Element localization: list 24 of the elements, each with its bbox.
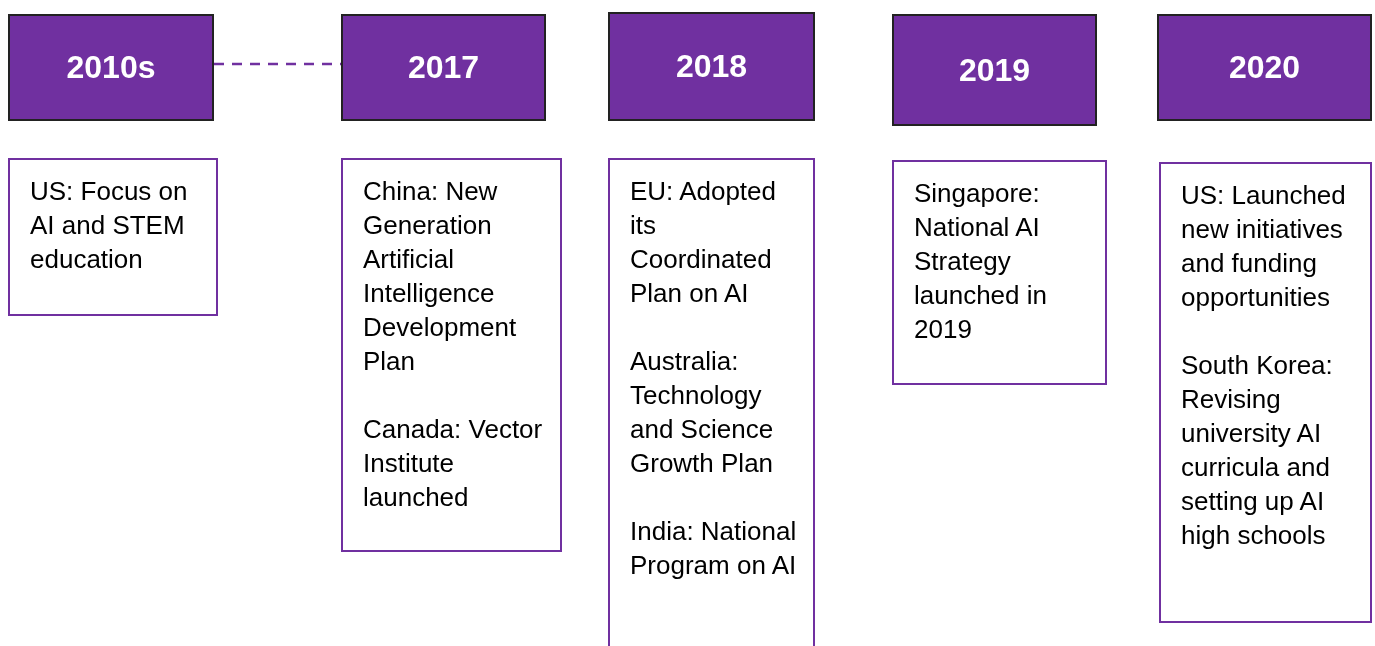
year-label: 2019 <box>958 51 1031 89</box>
year-box <box>608 12 815 121</box>
event-text: Australia: Technology and Science Growth Plan <box>630 345 775 480</box>
year-label: 2010s <box>66 49 156 86</box>
event-box <box>892 160 1107 385</box>
event-text: Canada: Vector Institute launched <box>363 413 544 514</box>
event-text: US: Focus on AI and STEM education <box>30 175 189 276</box>
year-box <box>8 14 214 121</box>
year-box <box>341 14 546 121</box>
event-box <box>8 158 218 316</box>
event-text: China: New Generation Artificial Intelligence Development Plan <box>363 175 518 378</box>
event-box <box>608 158 815 646</box>
event-text: US: Launched new initiatives and funding opportunities <box>1181 179 1347 314</box>
event-box <box>1159 162 1372 623</box>
event-text: South Korea: Revising university AI curricula and setting up AI high schools <box>1181 349 1334 552</box>
year-box <box>892 14 1097 126</box>
event-text: EU: Adopted its Coordinated Plan on AI <box>630 175 777 310</box>
year-label: 2020 <box>1228 49 1301 86</box>
event-text: Singapore: National AI Strategy launched in 2019 <box>914 177 1048 346</box>
year-label: 2018 <box>675 48 748 85</box>
year-box <box>1157 14 1372 121</box>
year-label: 2017 <box>407 49 480 86</box>
event-text: India: National Program on AI <box>630 515 798 582</box>
event-box <box>341 158 562 552</box>
